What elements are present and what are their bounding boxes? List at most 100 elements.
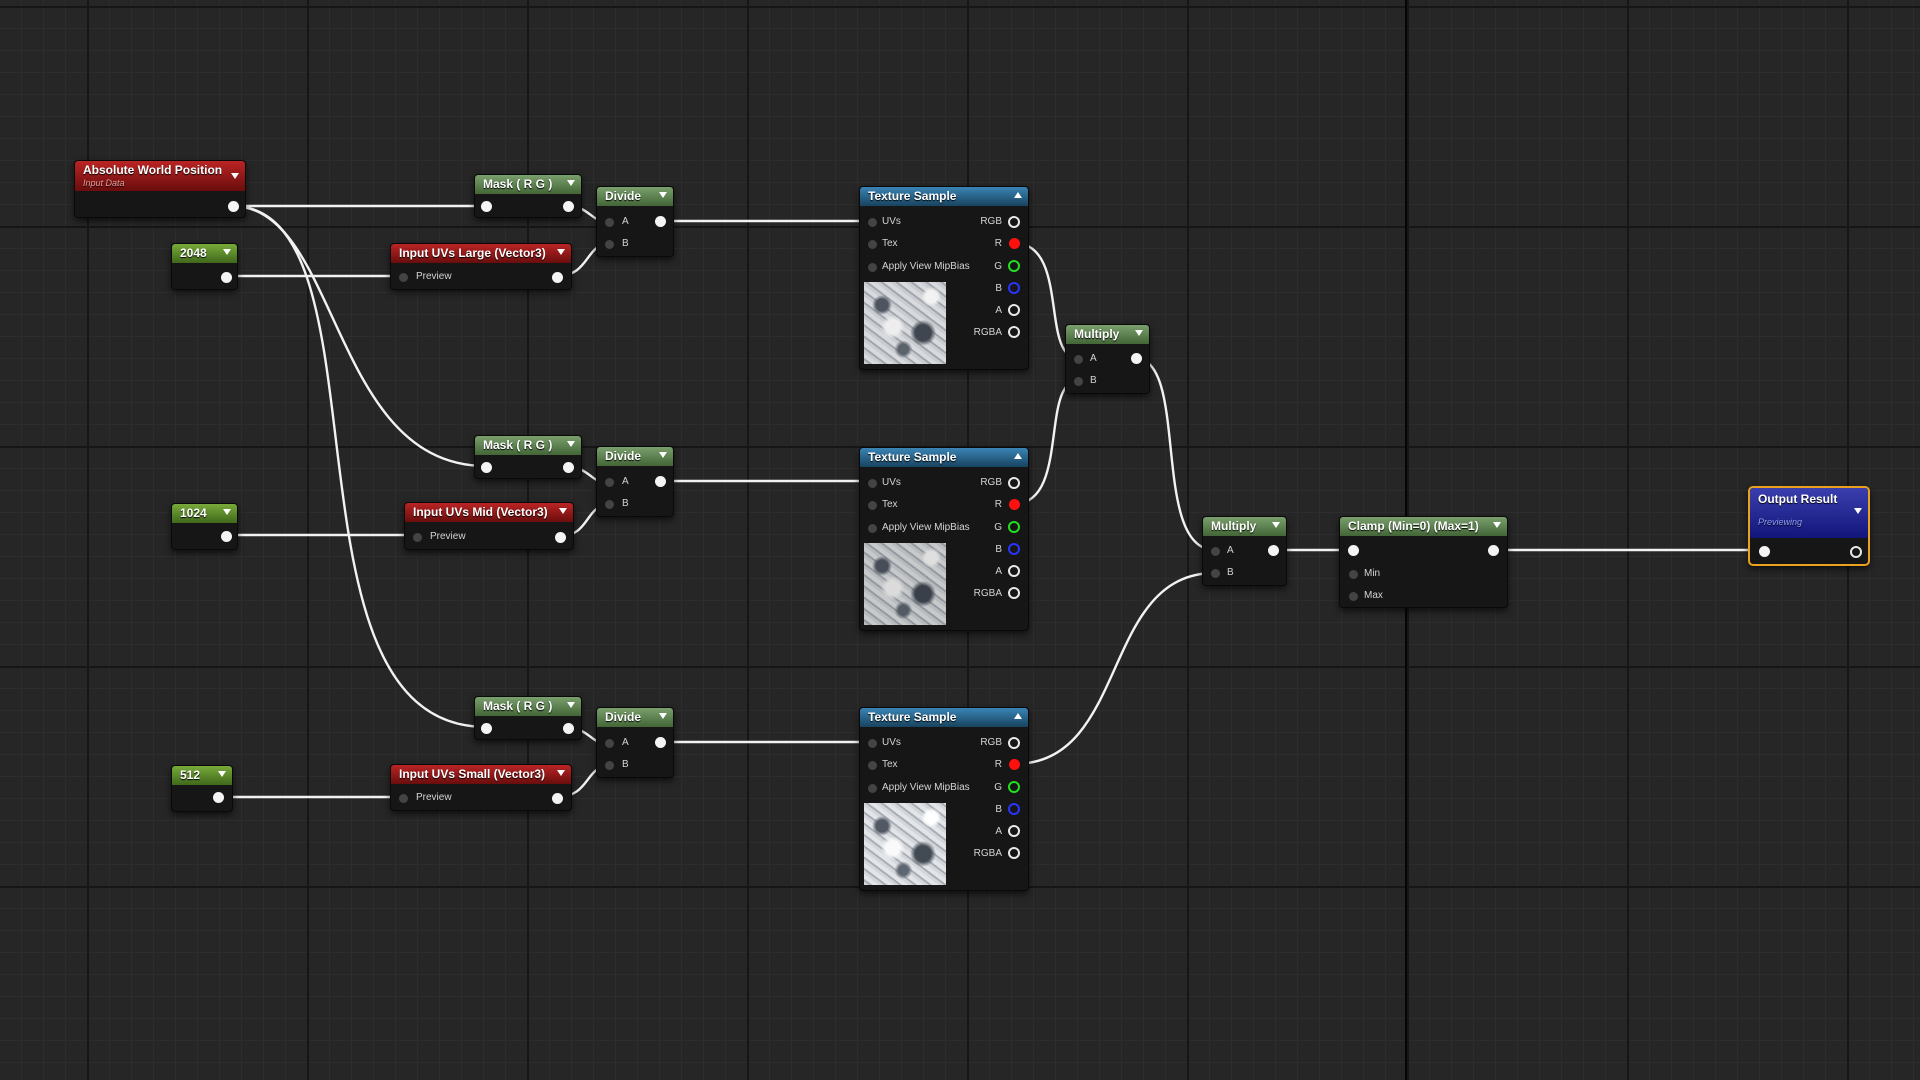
- node-header[interactable]: 1024: [172, 504, 237, 523]
- output-pin-r[interactable]: [1009, 499, 1020, 510]
- output-result-node[interactable]: Output Result Previewing: [1748, 486, 1870, 566]
- output-pin-a[interactable]: [1008, 565, 1020, 577]
- output-pin-rgb[interactable]: [1008, 737, 1020, 749]
- input-pin-uvs[interactable]: [868, 218, 877, 227]
- output-pin-rgb[interactable]: [1008, 477, 1020, 489]
- collapse-arrow-icon[interactable]: [567, 180, 575, 186]
- input-pin-tex[interactable]: [868, 761, 877, 770]
- output-pin[interactable]: [221, 272, 232, 283]
- collapse-arrow-icon[interactable]: [659, 452, 667, 458]
- output-pin[interactable]: [655, 216, 666, 227]
- input-pin-a[interactable]: [605, 739, 614, 748]
- input-pin[interactable]: [481, 462, 492, 473]
- input-pin-mipbias[interactable]: [868, 263, 877, 272]
- collapse-arrow-icon[interactable]: [1135, 330, 1143, 336]
- constant-1024-node[interactable]: 1024: [171, 503, 238, 550]
- output-pin-a[interactable]: [1008, 304, 1020, 316]
- output-pin-g[interactable]: [1008, 260, 1020, 272]
- constant-2048-node[interactable]: 2048: [171, 243, 238, 290]
- input-pin-max[interactable]: [1349, 592, 1358, 601]
- node-header[interactable]: Texture Sample: [860, 448, 1028, 467]
- output-pin[interactable]: [563, 201, 574, 212]
- output-pin-r[interactable]: [1009, 759, 1020, 770]
- output-pin-a[interactable]: [1008, 825, 1020, 837]
- input-pin-a[interactable]: [605, 218, 614, 227]
- collapse-arrow-icon[interactable]: [659, 713, 667, 719]
- node-header[interactable]: Mask ( R G ): [475, 175, 581, 194]
- multiply-node[interactable]: Multiply A B: [1202, 516, 1287, 586]
- node-header[interactable]: Input UVs Small (Vector3): [391, 765, 571, 784]
- output-pin[interactable]: [655, 737, 666, 748]
- output-pin[interactable]: [228, 201, 239, 212]
- input-pin[interactable]: [481, 723, 492, 734]
- divide-node[interactable]: Divide A B: [596, 707, 674, 778]
- output-pin[interactable]: [552, 272, 563, 283]
- input-pin-b[interactable]: [605, 500, 614, 509]
- input-pin-mipbias[interactable]: [868, 524, 877, 533]
- node-header[interactable]: Multiply: [1203, 517, 1286, 536]
- constant-512-node[interactable]: 512: [171, 765, 233, 812]
- node-header[interactable]: Texture Sample: [860, 187, 1028, 206]
- divide-node[interactable]: Divide A B: [596, 446, 674, 517]
- input-pin[interactable]: [1759, 546, 1770, 557]
- input-pin-a[interactable]: [605, 478, 614, 487]
- collapse-arrow-icon[interactable]: [557, 249, 565, 255]
- node-header[interactable]: Output Result Previewing: [1750, 488, 1868, 538]
- output-pin-rgba[interactable]: [1008, 587, 1020, 599]
- collapse-arrow-icon[interactable]: [223, 249, 231, 255]
- node-header[interactable]: Mask ( R G ): [475, 436, 581, 455]
- collapse-arrow-icon[interactable]: [559, 508, 567, 514]
- clamp-node[interactable]: Clamp (Min=0) (Max=1) Min Max: [1339, 516, 1508, 608]
- output-pin[interactable]: [1131, 353, 1142, 364]
- output-pin-g[interactable]: [1008, 521, 1020, 533]
- output-pin[interactable]: [552, 793, 563, 804]
- output-pin[interactable]: [1850, 546, 1862, 558]
- output-pin[interactable]: [213, 792, 224, 803]
- output-pin-b[interactable]: [1008, 282, 1020, 294]
- collapse-arrow-icon[interactable]: [1014, 713, 1022, 719]
- node-header[interactable]: Absolute World Position Input Data: [75, 161, 245, 191]
- input-pin[interactable]: [481, 201, 492, 212]
- mask-rg-node[interactable]: Mask ( R G ): [474, 174, 582, 218]
- node-header[interactable]: Clamp (Min=0) (Max=1): [1340, 517, 1507, 536]
- multiply-node[interactable]: Multiply A B: [1065, 324, 1150, 394]
- output-pin[interactable]: [555, 532, 566, 543]
- collapse-arrow-icon[interactable]: [557, 770, 565, 776]
- input-pin-b[interactable]: [1074, 377, 1083, 386]
- node-header[interactable]: Divide: [597, 187, 673, 206]
- input-pin-tex[interactable]: [868, 501, 877, 510]
- collapse-arrow-icon[interactable]: [567, 441, 575, 447]
- input-uvs-mid-node[interactable]: Input UVs Mid (Vector3) Preview: [404, 502, 574, 550]
- input-pin-b[interactable]: [605, 761, 614, 770]
- output-pin[interactable]: [1268, 545, 1279, 556]
- output-pin[interactable]: [655, 476, 666, 487]
- input-pin[interactable]: [1348, 545, 1359, 556]
- texture-sample-node[interactable]: Texture Sample UVs Tex Apply View MipBia…: [859, 707, 1029, 891]
- input-pin-b[interactable]: [605, 240, 614, 249]
- input-pin[interactable]: [399, 794, 408, 803]
- texture-sample-node[interactable]: Texture Sample UVs Tex Apply View MipBia…: [859, 186, 1029, 370]
- output-pin-g[interactable]: [1008, 781, 1020, 793]
- output-pin-rgba[interactable]: [1008, 847, 1020, 859]
- input-uvs-large-node[interactable]: Input UVs Large (Vector3) Preview: [390, 243, 572, 290]
- node-header[interactable]: Multiply: [1066, 325, 1149, 344]
- node-header[interactable]: Divide: [597, 447, 673, 466]
- node-header[interactable]: Input UVs Mid (Vector3): [405, 503, 573, 522]
- collapse-arrow-icon[interactable]: [1493, 522, 1501, 528]
- node-header[interactable]: 2048: [172, 244, 237, 263]
- collapse-arrow-icon[interactable]: [218, 771, 226, 777]
- input-uvs-small-node[interactable]: Input UVs Small (Vector3) Preview: [390, 764, 572, 811]
- input-pin-tex[interactable]: [868, 240, 877, 249]
- output-pin[interactable]: [221, 531, 232, 542]
- collapse-arrow-icon[interactable]: [659, 192, 667, 198]
- collapse-arrow-icon[interactable]: [1854, 508, 1862, 514]
- node-header[interactable]: Mask ( R G ): [475, 697, 581, 716]
- node-header[interactable]: Input UVs Large (Vector3): [391, 244, 571, 263]
- output-pin-b[interactable]: [1008, 803, 1020, 815]
- output-pin-rgb[interactable]: [1008, 216, 1020, 228]
- collapse-arrow-icon[interactable]: [223, 509, 231, 515]
- input-pin-a[interactable]: [1211, 547, 1220, 556]
- collapse-arrow-icon[interactable]: [567, 702, 575, 708]
- output-pin-b[interactable]: [1008, 543, 1020, 555]
- output-pin-r[interactable]: [1009, 238, 1020, 249]
